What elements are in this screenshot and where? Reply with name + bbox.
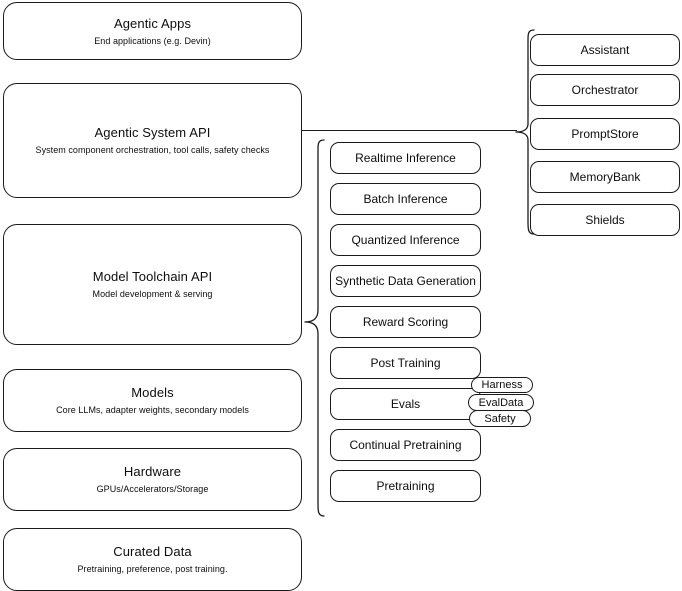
layer-title: Agentic Apps bbox=[113, 15, 192, 31]
evals-subcomponent-harness[interactable]: Harness bbox=[471, 377, 533, 393]
component-batch-inference[interactable]: Batch Inference bbox=[330, 183, 481, 215]
layer-title: Models bbox=[131, 385, 174, 400]
component-realtime-inference[interactable]: Realtime Inference bbox=[330, 142, 481, 174]
layer-title: Model Toolchain API bbox=[92, 269, 213, 284]
component-synthetic-data-generation[interactable]: Synthetic Data Generation bbox=[330, 265, 481, 297]
component-post-training[interactable]: Post Training bbox=[330, 347, 481, 379]
layer-subtitle: GPUs/Accelerators/Storage bbox=[96, 484, 209, 494]
component-promptstore[interactable]: PromptStore bbox=[530, 118, 680, 150]
layer-subtitle: Core LLMs, adapter weights, secondary mo… bbox=[56, 405, 249, 415]
layer-subtitle: System component orchestration, tool cal… bbox=[35, 145, 270, 155]
evals-subcomponent-safety[interactable]: Safety bbox=[469, 410, 531, 427]
component-shields[interactable]: Shields bbox=[530, 204, 680, 236]
layer-subtitle: Pretraining, preference, post training. bbox=[77, 564, 228, 574]
component-continual-pretraining[interactable]: Continual Pretraining bbox=[330, 429, 481, 461]
layer-curated-data[interactable]: Curated Data Pretraining, preference, po… bbox=[3, 528, 302, 591]
component-reward-scoring[interactable]: Reward Scoring bbox=[330, 306, 481, 338]
component-assistant[interactable]: Assistant bbox=[530, 34, 680, 66]
bracket-model-toolchain bbox=[300, 138, 326, 518]
component-pretraining[interactable]: Pretraining bbox=[330, 470, 481, 502]
layer-subtitle: End applications (e.g. Devin) bbox=[94, 35, 211, 46]
connector-agentic-system-to-components bbox=[302, 130, 517, 132]
component-quantized-inference[interactable]: Quantized Inference bbox=[330, 224, 481, 256]
layer-subtitle: Model development & serving bbox=[92, 289, 213, 299]
layer-model-toolchain-api[interactable]: Model Toolchain API Model development & … bbox=[3, 224, 302, 345]
layer-hardware[interactable]: Hardware GPUs/Accelerators/Storage bbox=[3, 448, 302, 511]
component-memorybank[interactable]: MemoryBank bbox=[530, 161, 680, 193]
layer-title: Curated Data bbox=[113, 544, 192, 559]
layer-title: Hardware bbox=[123, 464, 182, 479]
layer-agentic-system-api[interactable]: Agentic System API System component orch… bbox=[3, 83, 302, 198]
component-evals[interactable]: Evals bbox=[330, 388, 481, 420]
evals-subcomponent-evaldata[interactable]: EvalData bbox=[468, 394, 534, 411]
layer-agentic-apps[interactable]: Agentic Apps End applications (e.g. Devi… bbox=[3, 2, 302, 60]
layer-title: Agentic System API bbox=[94, 125, 211, 140]
bracket-agentic-system bbox=[514, 28, 540, 236]
layer-models[interactable]: Models Core LLMs, adapter weights, secon… bbox=[3, 369, 302, 432]
component-orchestrator[interactable]: Orchestrator bbox=[530, 74, 680, 106]
